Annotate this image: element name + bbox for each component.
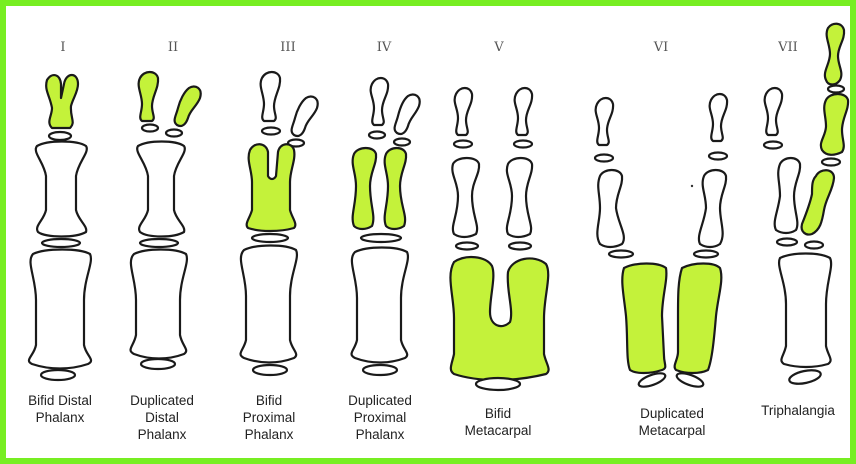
joint [252,234,288,242]
joint [595,155,613,162]
caption-line: Proximal [320,409,440,426]
caption-line: Metacarpal [612,422,732,439]
distal-phalanx-radial [455,88,472,135]
numeral-I: I [33,40,93,55]
caption-line: Phalanx [102,426,222,443]
thumb-I [29,75,91,380]
metacarpal-radial [622,264,666,374]
metacarpal [241,246,297,363]
joint [140,239,178,247]
caption-line: Metacarpal [438,422,558,439]
caption-line: Duplicated [612,405,732,422]
proximal-phalanx-radial [775,158,800,233]
caption-line: Bifid [209,392,329,409]
numeral-V: V [469,40,529,55]
thumb-VI [595,94,727,389]
numeral-VI: VI [631,40,691,55]
joint [764,142,782,149]
thumb-III [241,72,318,375]
joint [42,239,80,247]
joint [777,239,797,246]
proximal-phalanx-ulnar [699,170,726,247]
proximal-phalanx-ulnar [802,170,834,234]
proximal-phalanx [36,142,87,237]
distal-phalanx-ulnar [825,24,844,85]
numeral-III: III [258,40,318,55]
distal-phalanx-ulnar [395,94,420,134]
thumb-II [131,72,201,369]
metacarpal-ulnar [675,264,722,374]
joint [49,132,71,140]
distal-phalanx-ulnar [175,86,201,126]
middle-phalanx-ulnar [821,94,848,155]
distal-phalanx [261,72,280,121]
metacarpal-bifid [450,257,548,380]
joint [456,243,478,250]
proximal-phalanx [137,142,185,237]
metacarpal [29,250,91,369]
distal-phalanx-ulnar [515,88,532,135]
carpal [41,370,75,380]
proximal-phalanx-radial [597,170,624,247]
joint [369,132,385,139]
caption-line: Bifid [438,405,558,422]
distal-phalanx-ulnar [710,94,727,141]
caption-V: Bifid Metacarpal [438,405,558,439]
proximal-phalanx-ulnar [385,148,406,229]
joint [694,251,718,258]
joint [805,242,823,249]
carpal [363,365,397,375]
caption-II: Duplicated Distal Phalanx [102,392,222,443]
joint [361,234,401,242]
joint [709,153,727,160]
carpal [141,359,175,369]
joint [514,141,532,148]
joint [509,243,531,250]
distal-phalanx-radial [765,88,782,135]
joint [828,86,844,93]
caption-IV: Duplicated Proximal Phalanx [320,392,440,443]
metacarpal [779,254,831,368]
caption-line: Distal [102,409,222,426]
metacarpal [352,248,408,363]
joint [822,159,840,166]
proximal-phalanx-ulnar [507,158,532,237]
caption-line: Proximal [209,409,329,426]
distal-phalanx-ulnar [292,96,318,136]
caption-line: Duplicated [320,392,440,409]
joint [609,251,633,258]
proximal-phalanx-radial [353,148,376,229]
distal-phalanx-radial [596,98,613,145]
distal-phalanx-bifid [46,75,78,128]
joint [454,141,472,148]
joint [394,139,410,146]
proximal-phalanx-radial [452,158,479,237]
distal-phalanx-radial [139,72,158,121]
thumb-V [450,88,548,390]
caption-line: Phalanx [320,426,440,443]
joint [262,128,280,135]
metacarpal [131,250,187,359]
caption-line: Triphalangia [738,402,856,419]
caption-line: Duplicated [102,392,222,409]
caption-VI: Duplicated Metacarpal [612,405,732,439]
ink-dot [691,185,693,187]
carpal [476,378,520,390]
proximal-phalanx-bifid [247,144,296,231]
numeral-II: II [143,40,203,55]
carpal [253,365,287,375]
thumb-VII [764,24,848,386]
thumb-IV [352,78,420,375]
distal-phalanx-radial [371,78,388,125]
caption-III: Bifid Proximal Phalanx [209,392,329,443]
numeral-IV: IV [354,40,414,55]
caption-line: Phalanx [209,426,329,443]
joint [142,125,158,132]
carpal [788,368,822,386]
caption-VII: Triphalangia [738,402,856,419]
joint [166,130,182,137]
numeral-VII: VII [758,40,818,55]
